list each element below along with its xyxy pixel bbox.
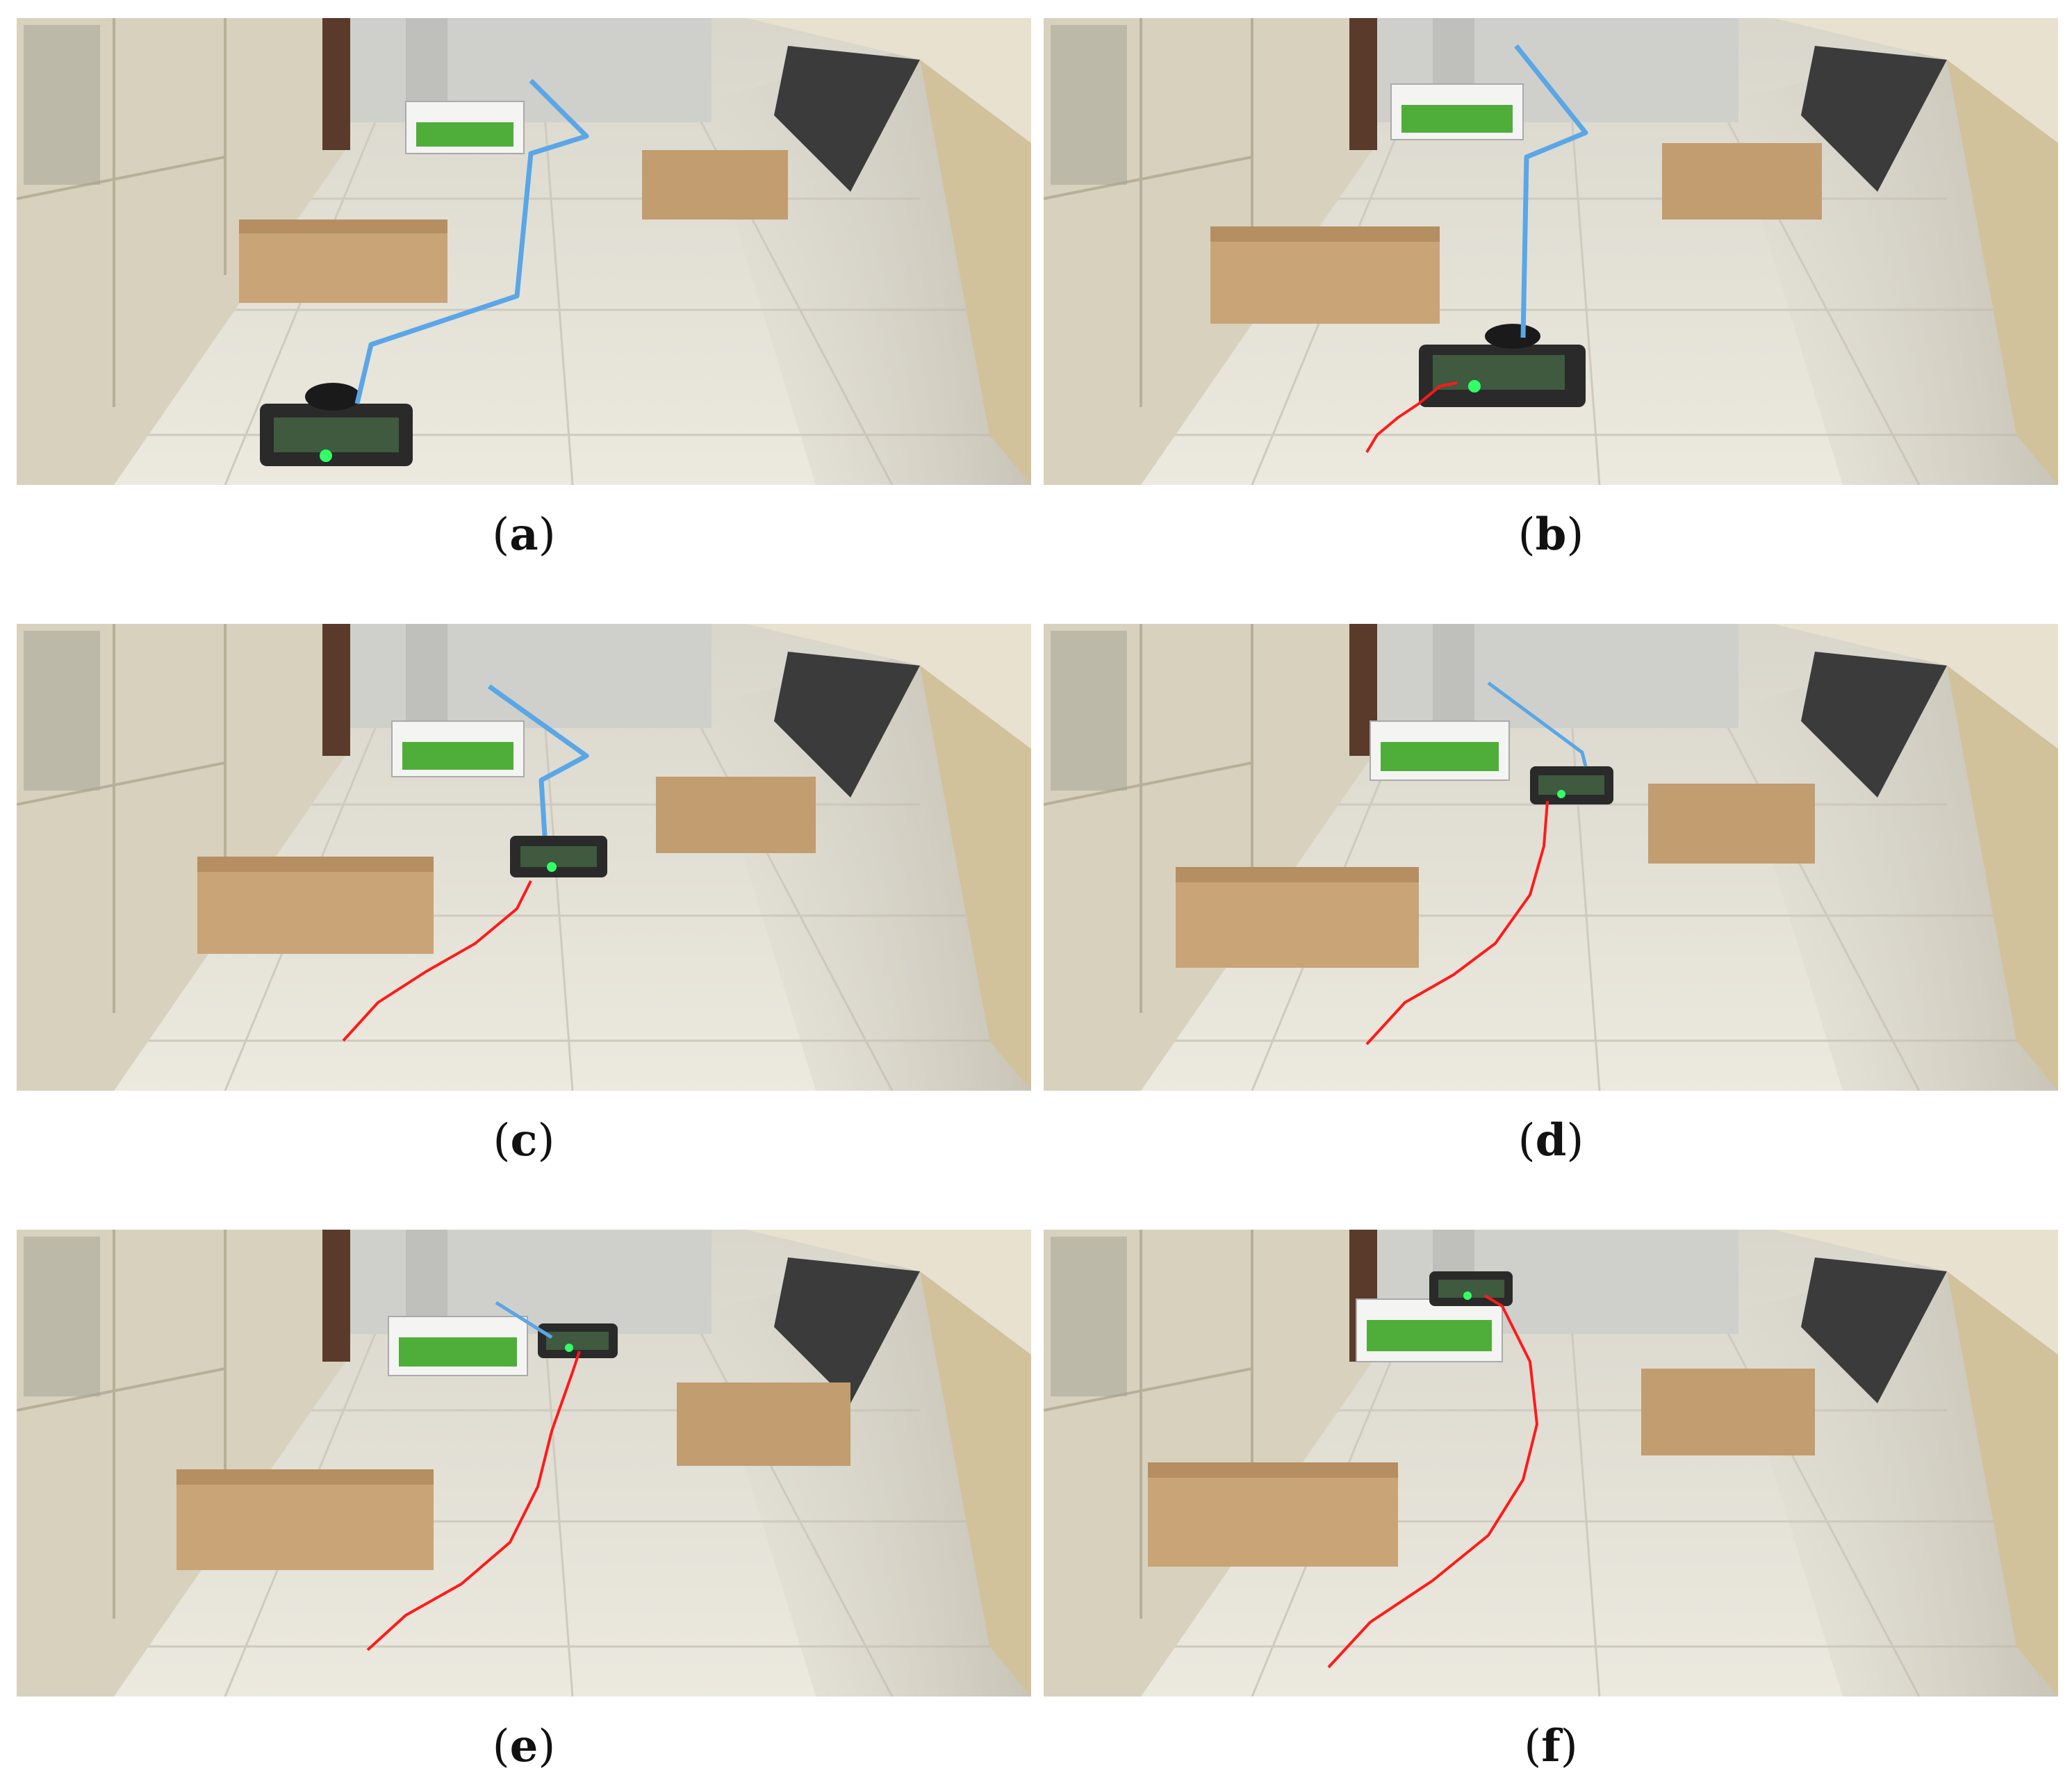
sign-green-band [1381,742,1499,771]
panel-f-photo [1044,1230,2058,1697]
box-left [197,857,434,954]
planned-path [495,1301,553,1339]
panel-e-photo [17,1230,1031,1697]
box-right [656,777,816,853]
traveled-path [1365,381,1458,454]
box-left [1148,1462,1398,1567]
planned-path [487,684,589,836]
caption-d: (d) [1518,1114,1584,1166]
panel-b-photo [1044,18,2058,485]
box-left [1176,867,1419,968]
caption-f: (f) [1524,1720,1578,1772]
sign-green-band [1401,105,1513,133]
box-right [1648,784,1815,864]
traveled-path [1365,800,1549,1046]
robot-car [510,836,607,877]
caption-a: (a) [492,509,556,561]
sign-green-band [1367,1320,1492,1351]
caption-e: (e) [492,1720,556,1772]
box-right [677,1383,850,1466]
box-right [1641,1369,1815,1455]
sign-green-band [399,1337,517,1367]
robot-car [538,1323,618,1358]
traveled-path [342,880,532,1042]
panel-d-photo [1044,624,2058,1091]
sign-green-band [402,742,513,770]
panel-c-photo [17,624,1031,1091]
robot-car [260,383,413,466]
robot-car [1530,766,1613,804]
box-left [176,1469,434,1570]
box-right [1662,143,1822,220]
caption-b: (b) [1518,509,1584,561]
caption-c: (c) [493,1114,555,1166]
panel-a-photo [17,18,1031,485]
planned-path [354,79,589,404]
sign-green-band [416,122,513,147]
box-left [1210,226,1440,324]
planned-path [1514,44,1588,338]
box-right [642,150,788,220]
planned-path [1487,681,1588,767]
robot-car [1429,1271,1513,1306]
traveled-path [366,1351,581,1651]
traveled-path [1327,1294,1538,1669]
